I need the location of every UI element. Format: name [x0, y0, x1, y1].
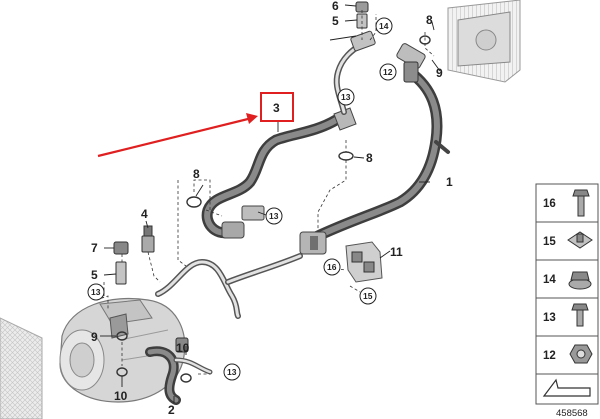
- sensor-4-icon: [141, 225, 155, 253]
- callout-6: 6: [332, 0, 339, 13]
- circled-callouts: 14 12 13 13 13 13 16 15: [87, 17, 397, 381]
- callout-9b: 9: [91, 330, 98, 344]
- hose-1: [299, 43, 450, 255]
- bolt-icon: [571, 303, 589, 327]
- pipe-suction: [155, 253, 303, 319]
- callout-9a: 9: [436, 66, 443, 80]
- callouts: 1 2 3 6 5 8 9 8 8 4 7 5 9 10 10 11: [91, 0, 453, 417]
- legend-num-15: 15: [543, 236, 556, 248]
- legend-num-16: 16: [543, 198, 556, 210]
- leader-lines: [100, 4, 441, 403]
- callout-8c: 8: [193, 167, 200, 181]
- part-number: 458568: [556, 408, 588, 419]
- highlight-box: [260, 92, 294, 122]
- highlight-marker: [97, 92, 294, 158]
- callout-5a: 5: [332, 14, 339, 28]
- flange-nut-icon: [568, 271, 592, 290]
- square-nut-icon: [567, 231, 593, 249]
- assembly-lines: [95, 10, 435, 375]
- callout-3: 3: [273, 101, 280, 115]
- callout-1: 1: [446, 175, 453, 189]
- condenser-top: [447, 0, 521, 83]
- hex-nut-icon: [569, 344, 593, 364]
- fastener-legend: 16 15 14 13: [535, 183, 599, 419]
- callout-13c: 13: [91, 287, 101, 297]
- valve-5b-icon: [115, 261, 127, 285]
- legend-num-12: 12: [543, 350, 556, 362]
- legend-num-14: 14: [543, 274, 556, 286]
- callout-14a: 14: [379, 21, 389, 31]
- callout-5b: 5: [91, 268, 98, 282]
- legend-row-15: 15: [535, 221, 599, 261]
- bracket-11: [345, 241, 383, 283]
- callout-11: 11: [390, 245, 403, 259]
- hose-2: [145, 337, 213, 405]
- highlight-arrow-head: [246, 113, 258, 124]
- callout-7: 7: [91, 241, 98, 255]
- callout-8a: 8: [426, 13, 433, 27]
- condenser-bottom: [0, 317, 43, 419]
- callout-16: 16: [327, 262, 337, 272]
- legend-row-14: 14: [535, 259, 599, 299]
- highlight-arrow: [97, 116, 253, 158]
- callout-13b: 13: [269, 211, 279, 221]
- callout-4: 4: [141, 207, 148, 221]
- callout-13a: 13: [341, 92, 351, 102]
- legend-row-12: 12: [535, 335, 599, 375]
- legend-row-13: 13: [535, 297, 599, 337]
- cap-7-icon: [113, 241, 129, 255]
- callout-2: 2: [168, 403, 175, 417]
- long-bolt-icon: [572, 189, 590, 217]
- legend-row-16: 16: [535, 183, 599, 223]
- callout-15: 15: [363, 291, 373, 301]
- callout-10a: 10: [176, 341, 190, 355]
- legend-num-13: 13: [543, 312, 556, 324]
- legend-row-arrow: [535, 373, 599, 405]
- callout-10b: 10: [114, 389, 128, 403]
- hose-3: [201, 30, 376, 239]
- callout-8b: 8: [366, 151, 373, 165]
- callout-13d: 13: [227, 367, 237, 377]
- direction-arrow-icon: [542, 378, 591, 397]
- callout-12a: 12: [383, 67, 393, 77]
